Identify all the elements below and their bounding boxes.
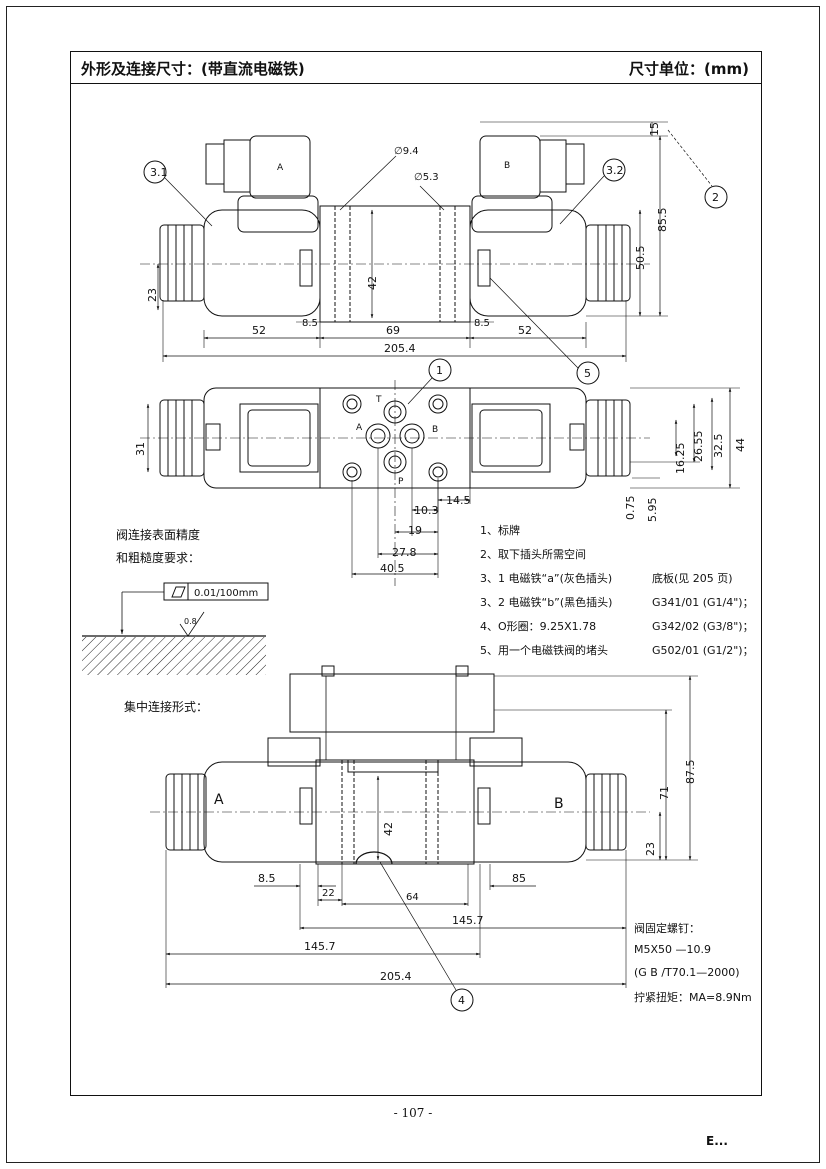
dim-32-5: 32.5 xyxy=(712,434,725,459)
dim-19: 19 xyxy=(408,524,422,537)
dim-40-5: 40.5 xyxy=(380,562,405,575)
dim-205-4: 205.4 xyxy=(384,342,416,355)
bolt-torque: 拧紧扭矩：MA=8.9Nm xyxy=(634,991,752,1004)
balloon-5: 5 xyxy=(584,367,591,380)
dim-22: 22 xyxy=(322,888,335,899)
dim-52-right: 52 xyxy=(518,324,532,337)
dim-23: 23 xyxy=(146,288,159,302)
dim-205-4-b: 205.4 xyxy=(380,970,412,983)
port-a: A xyxy=(356,423,363,433)
dim-15: 15 xyxy=(648,122,661,136)
hole-dim-9-4: ∅9.4 xyxy=(394,146,419,157)
balloon-3-1: 3.1 xyxy=(150,166,168,179)
dim-26-55: 26.55 xyxy=(692,431,705,463)
dim-8-5-left: 8.5 xyxy=(302,318,318,329)
dim-64: 64 xyxy=(406,892,419,903)
note-3-1: 3、1 电磁铁“a”(灰色插头) xyxy=(480,572,613,585)
port-t: T xyxy=(375,395,382,405)
note-5: 5、用一个电磁铁阀的堵头 xyxy=(480,644,608,657)
port-p: P xyxy=(398,477,404,487)
balloon-2: 2 xyxy=(712,191,719,204)
dim-5-95: 5.95 xyxy=(646,498,659,523)
dim-145-7-a: 145.7 xyxy=(452,914,484,927)
balloon-1: 1 xyxy=(436,364,443,377)
dim-69: 69 xyxy=(386,324,400,337)
dim-0-75: 0.75 xyxy=(624,496,637,521)
drawing-box: 外形及连接尺寸：(带直流电磁铁) 尺寸单位：(mm) xyxy=(70,51,762,1096)
dim-145-7-b: 145.7 xyxy=(304,940,336,953)
subplate-ref: 底板(见 205 页) xyxy=(652,572,733,585)
note-4: 4、O形圈：9.25X1.78 xyxy=(480,620,597,633)
bolt-standard: (G B /T70.1—2000) xyxy=(634,966,740,979)
bolt-spec-value: M5X50 —10.9 xyxy=(634,943,712,956)
page-number: - 107 - xyxy=(393,1106,433,1120)
dim-31: 31 xyxy=(134,442,147,456)
header-title: 外形及连接尺寸：(带直流电磁铁) xyxy=(81,60,305,78)
surface-title-line1: 阀连接表面精度 xyxy=(116,528,201,542)
balloon-4: 4 xyxy=(458,994,465,1007)
header-unit: 尺寸单位：(mm) xyxy=(629,60,749,78)
note-1: 1、标牌 xyxy=(480,524,520,537)
surface-drawing xyxy=(82,582,269,675)
dim-8-5-b: 8.5 xyxy=(258,872,276,885)
dim-71: 71 xyxy=(658,786,671,800)
coil-label-a: A xyxy=(277,163,284,173)
hole-dim-5-3: ∅5.3 xyxy=(414,172,439,183)
dim-10-3: 10.3 xyxy=(414,504,439,517)
dim-8-5-right: 8.5 xyxy=(474,318,490,329)
subplate-g341: G341/01 (G1/4")； xyxy=(652,596,754,609)
note-2: 2、取下插头所需空间 xyxy=(480,548,586,561)
dim-44: 44 xyxy=(734,438,747,452)
corner-mark: E... xyxy=(706,1134,728,1148)
subplate-g502: G502/01 (G1/2")； xyxy=(652,644,754,657)
dim-27-8: 27.8 xyxy=(392,546,417,559)
coil-label-b: B xyxy=(504,161,510,171)
bolt-title: 阀固定螺钉： xyxy=(634,922,700,935)
dim-52-left: 52 xyxy=(252,324,266,337)
view3-drawing xyxy=(150,665,698,1012)
surface-title-line2: 和粗糙度要求： xyxy=(116,551,201,565)
subplate-g342: G342/02 (G3/8")； xyxy=(652,620,754,633)
dim-42-b: 42 xyxy=(382,822,395,836)
dim-50-5: 50.5 xyxy=(634,246,647,271)
header-bar: 外形及连接尺寸：(带直流电磁铁) 尺寸单位：(mm) xyxy=(71,52,761,84)
note-3-2: 3、2 电磁铁“b”(黑色插头) xyxy=(480,596,613,609)
dim-42: 42 xyxy=(366,276,379,290)
view2-drawing xyxy=(140,358,740,586)
dim-23-b: 23 xyxy=(644,842,657,856)
view1-drawing xyxy=(140,121,728,385)
roughness-value: 0.8 xyxy=(184,617,197,626)
dim-14-5: 14.5 xyxy=(446,494,471,507)
dim-87-5: 87.5 xyxy=(684,760,697,785)
view3-label-a: A xyxy=(214,792,224,808)
dim-85: 85 xyxy=(512,872,526,885)
dim-16-25: 16.25 xyxy=(674,443,687,475)
view3-label-b: B xyxy=(554,796,564,812)
balloon-3-2: 3.2 xyxy=(606,164,624,177)
page-border xyxy=(6,6,820,1163)
flatness-value: 0.01/100mm xyxy=(194,588,258,599)
view3-title: 集中连接形式： xyxy=(124,700,209,714)
dim-85-5: 85.5 xyxy=(656,208,669,233)
port-b: B xyxy=(432,425,438,435)
